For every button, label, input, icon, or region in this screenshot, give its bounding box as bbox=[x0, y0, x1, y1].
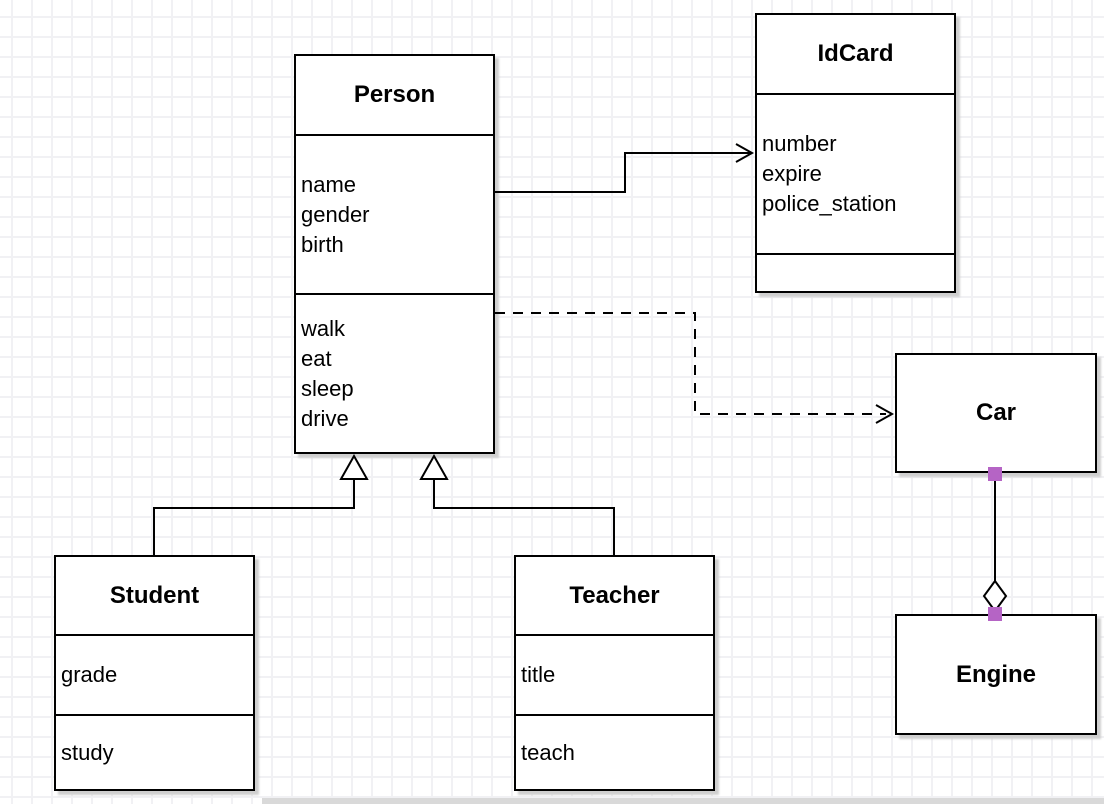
section-divider bbox=[296, 134, 493, 136]
class-idcard-attributes: number expire police_station bbox=[757, 95, 954, 253]
class-engine[interactable]: Engine bbox=[895, 614, 1097, 735]
class-person-title: Person bbox=[353, 81, 436, 108]
endpoint-handle[interactable] bbox=[988, 467, 1002, 481]
hollow-diamond-icon bbox=[982, 579, 1008, 613]
hollow-triangle-icon bbox=[339, 453, 369, 480]
hollow-triangle-icon bbox=[419, 453, 449, 480]
connector-dependency-person-car[interactable] bbox=[495, 312, 895, 424]
class-student-methods: study bbox=[56, 716, 253, 789]
class-idcard-title: IdCard bbox=[817, 40, 894, 67]
class-teacher-title: Teacher bbox=[569, 581, 660, 609]
section-divider bbox=[516, 714, 713, 716]
method: sleep bbox=[301, 375, 354, 401]
class-student-attributes: grade bbox=[56, 636, 253, 714]
attribute: number bbox=[762, 131, 837, 156]
class-idcard[interactable]: IdCard number expire police_station bbox=[755, 13, 956, 293]
attribute: birth bbox=[301, 231, 344, 257]
attribute: police_station bbox=[762, 191, 897, 216]
connector-association-person-idcard[interactable] bbox=[495, 143, 755, 193]
class-person-attributes: name gender birth bbox=[296, 136, 493, 293]
connector-line[interactable] bbox=[495, 312, 886, 415]
section-divider bbox=[296, 293, 493, 295]
section-divider bbox=[56, 714, 253, 716]
class-teacher-methods: teach bbox=[516, 716, 713, 789]
class-teacher[interactable]: Teacher title teach bbox=[514, 555, 715, 791]
offscreen-element-shadow bbox=[262, 798, 1104, 804]
connector-generalization-teacher-person[interactable] bbox=[419, 453, 615, 556]
class-student[interactable]: Student grade study bbox=[54, 555, 255, 791]
class-student-title: Student bbox=[109, 581, 200, 609]
attribute: title bbox=[521, 662, 556, 687]
section-divider bbox=[516, 634, 713, 636]
open-arrow-icon bbox=[875, 404, 895, 424]
connector-line[interactable] bbox=[153, 479, 355, 556]
class-car[interactable]: Car bbox=[895, 353, 1097, 473]
connector-line[interactable] bbox=[433, 479, 615, 556]
attribute: expire bbox=[762, 161, 822, 186]
connector-line[interactable] bbox=[495, 152, 750, 193]
connector-generalization-student-person[interactable] bbox=[153, 453, 369, 556]
attribute: grade bbox=[61, 662, 118, 687]
attribute: gender bbox=[301, 201, 370, 227]
class-teacher-attributes: title bbox=[516, 636, 713, 714]
method: drive bbox=[301, 405, 349, 431]
method: teach bbox=[521, 739, 575, 765]
class-car-title: Car bbox=[975, 399, 1017, 426]
method: study bbox=[61, 739, 114, 765]
endpoint-handle[interactable] bbox=[988, 607, 1002, 621]
section-divider bbox=[56, 634, 253, 636]
connector-aggregation-car-engine[interactable] bbox=[982, 467, 1008, 621]
section-divider bbox=[757, 253, 954, 255]
class-person[interactable]: Person name gender birth walk eat sleep … bbox=[294, 54, 495, 454]
method: eat bbox=[301, 345, 332, 371]
class-person-methods: walk eat sleep drive bbox=[296, 295, 493, 452]
attribute: name bbox=[301, 171, 357, 197]
open-arrow-icon bbox=[735, 143, 755, 163]
method: walk bbox=[301, 315, 346, 341]
section-divider bbox=[757, 93, 954, 95]
class-engine-title: Engine bbox=[955, 660, 1036, 688]
